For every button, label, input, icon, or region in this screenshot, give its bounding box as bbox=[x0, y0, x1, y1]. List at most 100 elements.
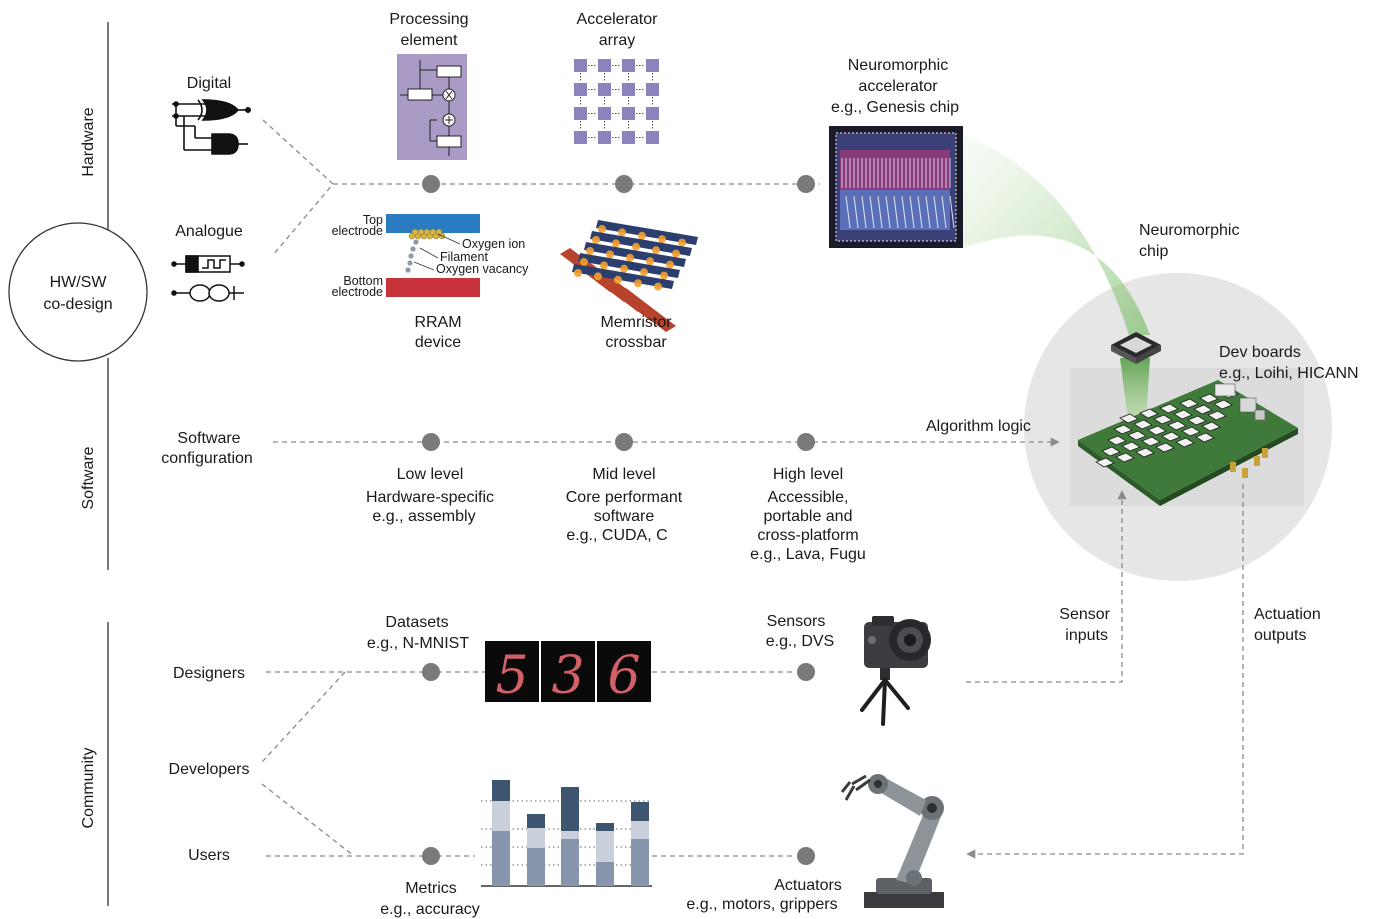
metrics-bar-segment bbox=[596, 862, 614, 886]
node-sensors bbox=[797, 663, 815, 681]
mid-level-line-4: e.g., CUDA, C bbox=[566, 527, 667, 544]
node-actuators bbox=[797, 847, 815, 865]
accelerator-cell bbox=[598, 131, 611, 144]
community-connectors bbox=[261, 671, 795, 857]
actuators-label-2: e.g., motors, grippers bbox=[686, 896, 837, 913]
neuromorphic-chip-icon bbox=[1111, 332, 1161, 364]
metrics-bar-segment bbox=[492, 780, 510, 801]
codesign-label-line1: HW/SW bbox=[50, 274, 108, 291]
metrics-bar-segment bbox=[561, 787, 579, 831]
digital-logic-gates-icon bbox=[172, 99, 252, 155]
dev-boards-label-2: e.g., Loihi, HICANN bbox=[1219, 365, 1359, 382]
low-level-line-1: Low level bbox=[397, 466, 464, 483]
chip-to-board-beam bbox=[1120, 358, 1150, 420]
metrics-bar-segment bbox=[561, 839, 579, 886]
high-level-line-5: e.g., Lava, Fugu bbox=[750, 546, 866, 563]
datasets-label-2: e.g., N-MNIST bbox=[367, 635, 469, 652]
dev-board-icon bbox=[1078, 380, 1298, 506]
actuation-outputs-label-1: Actuation bbox=[1254, 606, 1321, 623]
metrics-bar-segment bbox=[527, 814, 545, 828]
high-level-line-4: cross-platform bbox=[757, 527, 858, 544]
accelerator-cell bbox=[622, 59, 635, 72]
accelerator-cell bbox=[622, 131, 635, 144]
metrics-label-2: e.g., accuracy bbox=[380, 901, 480, 918]
actuators-label-1: Actuators bbox=[774, 877, 842, 894]
high-level-line-3: portable and bbox=[764, 508, 853, 525]
low-level-text: Low level Hardware-specific e.g., assemb… bbox=[366, 466, 494, 525]
actuation-output-arrow bbox=[966, 484, 1244, 859]
node-high-level bbox=[797, 433, 815, 451]
processing-element-icon bbox=[397, 54, 467, 160]
accelerator-cell bbox=[598, 107, 611, 120]
users-label: Users bbox=[188, 847, 230, 864]
memristor-caption-2: crossbar bbox=[605, 334, 667, 351]
metrics-bar-segment bbox=[631, 802, 649, 821]
sensor-inputs-label-2: inputs bbox=[1065, 627, 1108, 644]
accelerator-cell bbox=[574, 59, 587, 72]
robot-arm-icon bbox=[840, 774, 944, 908]
designers-label: Designers bbox=[173, 665, 245, 682]
metrics-bar-segment bbox=[527, 848, 545, 886]
neuromorphic-chip-label-1: Neuromorphic bbox=[1139, 222, 1239, 239]
metrics-bar-segment bbox=[492, 831, 510, 886]
metrics-bar-chart-icon bbox=[481, 780, 652, 887]
accelerator-cell bbox=[622, 107, 635, 120]
rram-caption-1: RRAM bbox=[414, 314, 461, 331]
accelerator-cell bbox=[574, 107, 587, 120]
high-level-text: High level Accessible, portable and cros… bbox=[750, 466, 866, 563]
accelerator-cell bbox=[646, 59, 659, 72]
analogue-circuit-icon bbox=[171, 255, 245, 302]
metrics-bar-segment bbox=[631, 839, 649, 886]
neuromorphic-chip-label-2: chip bbox=[1139, 243, 1168, 260]
section-label-software: Software bbox=[80, 446, 97, 509]
mid-level-line-2: Core performant bbox=[566, 489, 683, 506]
analogue-label: Analogue bbox=[175, 223, 243, 240]
accelerator-cell bbox=[646, 107, 659, 120]
accelerator-cell bbox=[622, 83, 635, 96]
datasets-label-1: Datasets bbox=[385, 614, 448, 631]
rram-callout-lines bbox=[413, 233, 461, 271]
node-datasets bbox=[422, 663, 440, 681]
neuromorphic-accelerator-example: e.g., Genesis chip bbox=[831, 99, 959, 116]
dev-boards-label-1: Dev boards bbox=[1219, 344, 1301, 361]
metrics-bar-segment bbox=[561, 831, 579, 839]
section-label-community: Community bbox=[80, 748, 97, 829]
node-accelerator-array bbox=[615, 175, 633, 193]
low-level-line-2: Hardware-specific bbox=[366, 489, 494, 506]
genesis-chip-die-icon bbox=[829, 126, 963, 248]
sensor-inputs-label-1: Sensor bbox=[1059, 606, 1110, 623]
section-label-hardware: Hardware bbox=[80, 107, 97, 176]
metrics-label-1: Metrics bbox=[405, 880, 457, 897]
rram-top-electrode-label-2: electrode bbox=[332, 224, 383, 238]
chip-zoom-beam bbox=[963, 135, 1150, 335]
accelerator-cell bbox=[598, 59, 611, 72]
sensors-label-2: e.g., DVS bbox=[766, 633, 834, 650]
developers-label: Developers bbox=[169, 761, 250, 778]
high-level-line-2: Accessible, bbox=[768, 489, 849, 506]
digit-6: 6 bbox=[607, 646, 640, 706]
processing-element-title-2: element bbox=[401, 32, 458, 49]
rram-oxygen-ion-label: Oxygen ion bbox=[462, 237, 525, 251]
digit-3: 3 bbox=[551, 646, 584, 706]
sensors-label-1: Sensors bbox=[767, 613, 826, 630]
accelerator-cell bbox=[646, 83, 659, 96]
metrics-bar-segment bbox=[596, 831, 614, 862]
accelerator-array-title-2: array bbox=[599, 32, 635, 49]
actuation-outputs-label-2: outputs bbox=[1254, 627, 1306, 644]
high-level-line-1: High level bbox=[773, 466, 843, 483]
mid-level-line-1: Mid level bbox=[592, 466, 655, 483]
neuromorphic-accelerator-title-2: accelerator bbox=[858, 78, 938, 95]
metrics-bar-segment bbox=[527, 828, 545, 848]
algorithm-logic-label: Algorithm logic bbox=[926, 418, 1031, 435]
node-processing-element bbox=[422, 175, 440, 193]
node-neuromorphic-accelerator bbox=[797, 175, 815, 193]
neuromorphic-accelerator-title-1: Neuromorphic bbox=[848, 57, 948, 74]
node-low-level bbox=[422, 433, 440, 451]
memristor-caption-1: Memristor bbox=[600, 314, 672, 331]
node-mid-level bbox=[615, 433, 633, 451]
software-config-label-1: Software bbox=[177, 430, 240, 447]
rram-top-electrode-label-1: Top bbox=[363, 213, 383, 227]
software-config-label-2: configuration bbox=[161, 450, 253, 467]
hardware-connectors bbox=[262, 119, 820, 256]
